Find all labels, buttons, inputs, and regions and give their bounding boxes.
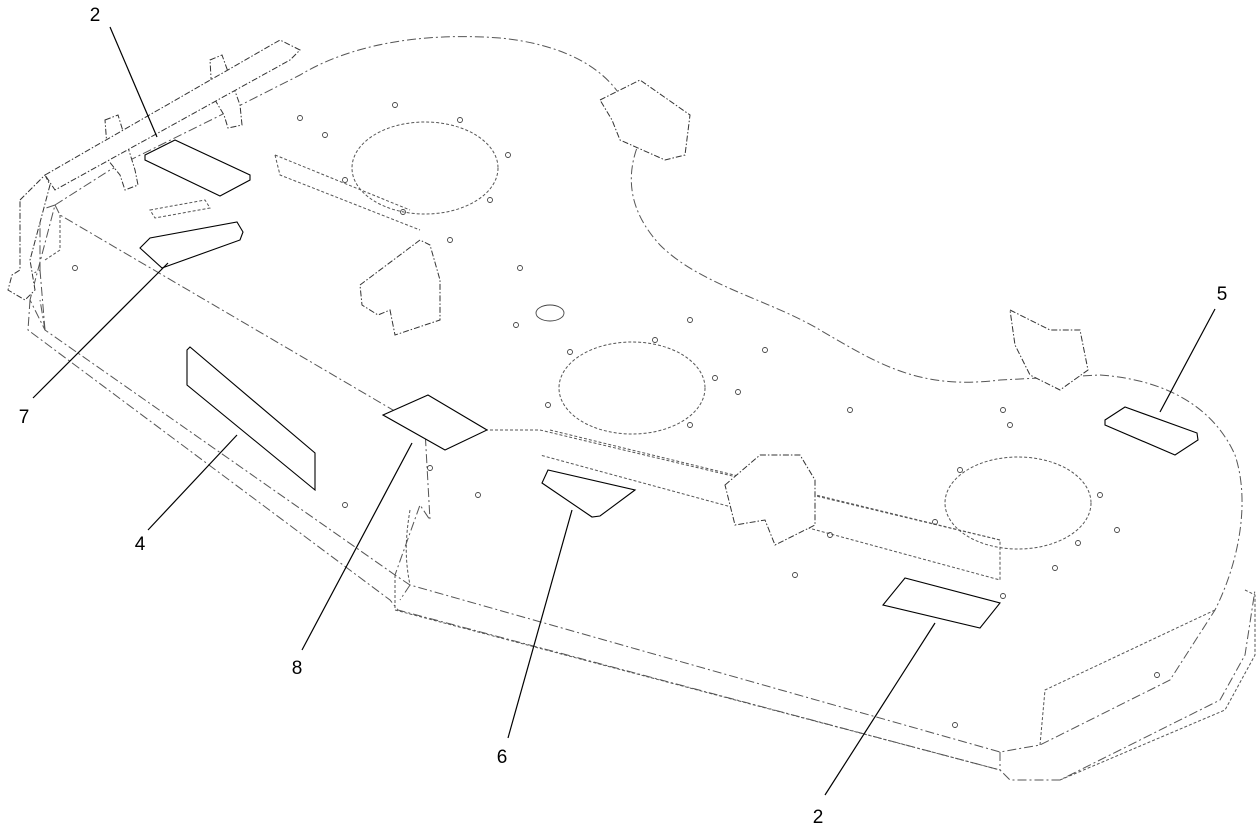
callout-8: 8: [292, 658, 303, 679]
decal-2-front: [882, 577, 1001, 629]
hole: [952, 722, 958, 728]
callout-5: 5: [1217, 284, 1228, 305]
hole: [1075, 540, 1081, 546]
hole: [687, 422, 693, 428]
mounting-holes: [72, 102, 1160, 728]
deck-top-surface: [29, 36, 1243, 753]
callout-2-front: 2: [813, 807, 824, 828]
callout-4: 4: [135, 534, 146, 555]
hole: [792, 572, 798, 578]
deck-front-skirt-inner: [39, 299, 1001, 770]
hole: [427, 465, 433, 471]
hole: [1114, 527, 1120, 533]
deck-left-skirt: [54, 204, 431, 576]
rear-rail: [44, 39, 301, 191]
callout-2-rear: 2: [90, 5, 101, 26]
hole: [457, 117, 463, 123]
decal-4: [186, 346, 316, 492]
rear-bracket-left: [7, 174, 51, 301]
hole: [567, 349, 573, 355]
hole: [762, 347, 768, 353]
callout-6: 6: [497, 747, 508, 768]
side-brackets: [359, 79, 1089, 546]
spindle-center: [558, 341, 706, 435]
center-hub: [535, 304, 565, 322]
hole: [827, 532, 833, 538]
leader-2-rear: [109, 26, 158, 138]
leader-4: [147, 434, 238, 531]
hole: [1052, 565, 1058, 571]
hole: [932, 519, 938, 525]
hole: [342, 502, 348, 508]
bracket-front-center: [724, 454, 816, 546]
rear-slot: [149, 199, 211, 219]
callout-7: 7: [19, 407, 30, 428]
leader-7: [32, 262, 169, 399]
hole: [1097, 492, 1103, 498]
rear-brackets: [7, 39, 301, 301]
hole: [545, 402, 551, 408]
leader-8: [301, 442, 413, 651]
deck-right-bumper: [1039, 589, 1256, 781]
bracket-top-right: [599, 79, 691, 161]
decal-2-rear: [144, 139, 251, 197]
hole: [1007, 422, 1013, 428]
hole: [1000, 407, 1006, 413]
hole: [505, 152, 511, 158]
spindle-left: [351, 121, 499, 215]
hole: [735, 389, 741, 395]
decal-7: [139, 221, 244, 269]
leader-2-front: [824, 622, 936, 796]
deck-rear-skirt: [29, 204, 56, 331]
spindle-right: [944, 456, 1092, 550]
hole: [687, 317, 693, 323]
hole: [712, 375, 718, 381]
leader-lines: [32, 26, 1216, 796]
hole: [487, 197, 493, 203]
deck-left-bumper: [394, 509, 1001, 771]
hole: [652, 337, 658, 343]
hole: [322, 132, 328, 138]
leader-6: [507, 509, 573, 739]
bracket-center-left: [359, 239, 441, 336]
spindle-openings: [351, 121, 1092, 550]
deck-left-skirt-edge: [44, 215, 1001, 541]
leader-5: [1159, 308, 1216, 413]
bracket-right: [1009, 309, 1089, 391]
hole: [72, 265, 78, 271]
callout-labels: 2 7 4 8 6 2 5: [19, 5, 1228, 828]
decal-6: [541, 469, 637, 518]
hole: [1000, 593, 1006, 599]
deck-baffle: [274, 154, 1001, 581]
decal-5: [1104, 406, 1199, 456]
hole: [517, 265, 523, 271]
hole: [847, 407, 853, 413]
hole: [342, 177, 348, 183]
hole: [400, 209, 406, 215]
hole: [297, 115, 303, 121]
hole: [447, 237, 453, 243]
hole: [475, 492, 481, 498]
decal-8: [381, 394, 489, 451]
hole: [392, 102, 398, 108]
decals: [139, 139, 1199, 629]
hole: [957, 467, 963, 473]
hole: [513, 322, 519, 328]
hole: [1154, 672, 1160, 678]
